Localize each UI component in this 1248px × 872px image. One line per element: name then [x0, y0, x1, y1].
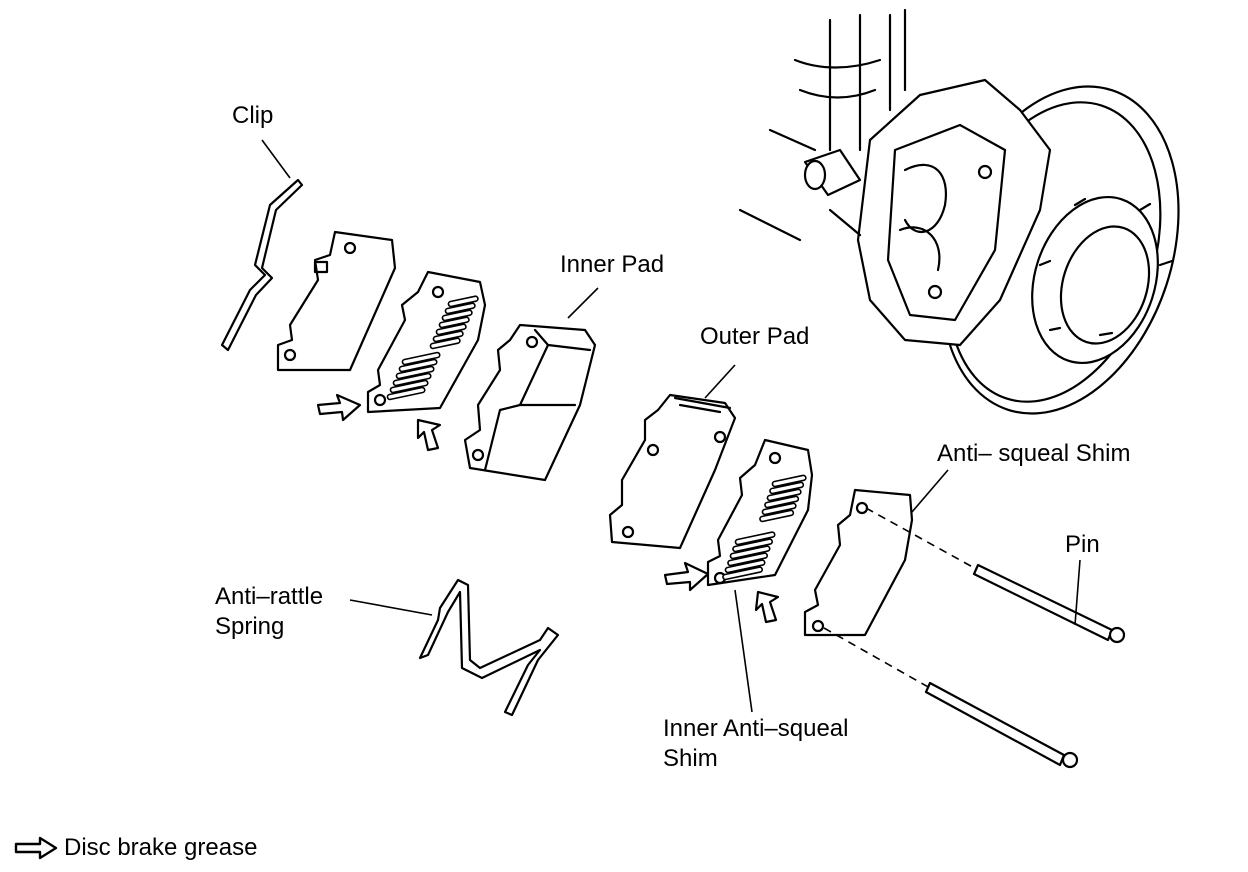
shim-slot [398, 358, 438, 373]
shim-slots [386, 295, 479, 401]
shim-slot [724, 559, 766, 574]
label-clip: Clip [232, 102, 274, 129]
shim-slot [435, 323, 467, 336]
legend-text: Disc brake grease [64, 834, 258, 861]
left-anti-squeal-shim [276, 230, 397, 372]
shim-slot [429, 337, 461, 350]
outer-pad [608, 364, 737, 550]
label-inner-pad: Inner Pad [560, 251, 665, 278]
label-anti-rattle-line1: Anti–rattle [215, 583, 324, 610]
shim-slot [732, 538, 774, 553]
shim-slot [432, 330, 464, 343]
grease-arrow-icon [14, 836, 58, 860]
shim-slot [734, 531, 776, 546]
shim-slot [395, 365, 435, 380]
shim-slot [392, 372, 432, 387]
right-anti-squeal-shim [803, 469, 949, 637]
anti-rattle-spring [349, 578, 560, 717]
shim-slot [441, 309, 473, 322]
label-anti-rattle-line2: Spring [215, 613, 285, 640]
shim-slot [438, 316, 470, 329]
label-anti-squeal-shim: Anti– squeal Shim [937, 440, 1131, 467]
shim-slot [759, 509, 795, 523]
shim-slots [722, 474, 807, 581]
inner-pad [463, 287, 599, 482]
shim-slot [722, 566, 764, 581]
shim-slot [761, 502, 797, 516]
shim-slot [771, 474, 807, 488]
pins [823, 507, 1126, 769]
shim-slot [766, 488, 802, 502]
shim-slot [386, 386, 426, 401]
shim-slot [769, 481, 805, 495]
clip-part [220, 139, 304, 352]
label-outer-pad: Outer Pad [700, 323, 810, 350]
caliper-assembly [738, 8, 1180, 415]
shim-slot [444, 302, 476, 315]
label-pin: Pin [1065, 531, 1100, 558]
shim-slot [764, 495, 800, 509]
shim-slot [727, 552, 769, 567]
shim-slot [729, 545, 771, 560]
label-inner-shim-line2: Shim [663, 745, 718, 772]
shim-slot [447, 295, 479, 308]
legend: Disc brake grease [14, 834, 257, 862]
left-inner-shim [366, 270, 487, 414]
label-inner-shim-line1: Inner Anti–squeal [663, 715, 849, 742]
shim-slot [389, 379, 429, 394]
grease-arrows [316, 393, 780, 624]
right-inner-shim [706, 438, 814, 713]
shim-slot [401, 351, 441, 366]
